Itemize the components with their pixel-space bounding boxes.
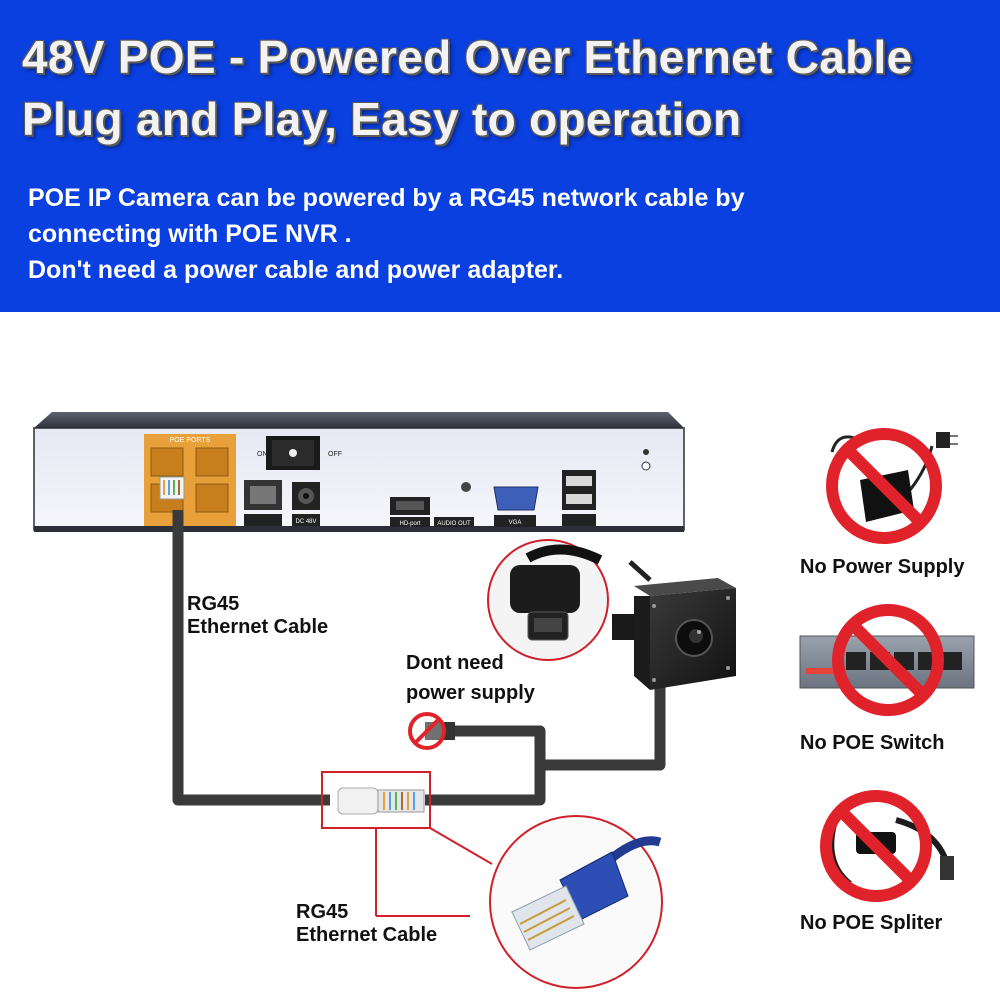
rj45-cable-connector bbox=[321, 771, 431, 829]
power-switch: ON OFF bbox=[257, 436, 342, 470]
cable-label-top-line-2: Ethernet Cable bbox=[187, 616, 329, 638]
mini-ip-camera bbox=[612, 560, 736, 690]
cable-label-bottom-line-1: RG45 bbox=[296, 901, 349, 923]
poe-nvr-recorder: POE PORTS ON OFF bbox=[33, 412, 685, 532]
switch-off-label: OFF bbox=[328, 451, 342, 458]
description-line-1: POE IP Camera can be powered by a RG45 n… bbox=[28, 184, 745, 212]
header-banner: 48V POE - Powered Over Ethernet Cable Pl… bbox=[0, 0, 1000, 312]
description-line-2: connecting with POE NVR . bbox=[28, 220, 352, 248]
power-adapter-icon bbox=[826, 428, 958, 544]
audio-out-label: AUDIO OUT bbox=[437, 521, 471, 527]
hd-port-label: HD-port bbox=[399, 521, 420, 527]
ethernet-cable-path bbox=[172, 510, 666, 806]
no-poe-switch-label: No POE Switch bbox=[800, 732, 945, 754]
rj45-plug-zoom bbox=[375, 815, 663, 989]
poe-ports-label: POE PORTS bbox=[170, 437, 211, 444]
dc-power-tip-crossed-icon bbox=[408, 712, 455, 750]
description-line-3: Don't need a power cable and power adapt… bbox=[28, 256, 564, 284]
lan-port bbox=[244, 480, 282, 526]
no-power-supply-label: No Power Supply bbox=[800, 556, 965, 578]
poe-ports-block: POE PORTS bbox=[144, 434, 236, 526]
connection-diagram: POE PORTS ON OFF bbox=[33, 412, 975, 989]
cable-label-bottom-line-2: Ethernet Cable bbox=[296, 924, 438, 946]
camera-connector-zoom bbox=[487, 539, 609, 661]
headline-primary: 48V POE - Powered Over Ethernet Cable bbox=[22, 31, 913, 83]
dc-power-jack: DC 48V bbox=[292, 482, 320, 526]
vga-label: VGA bbox=[509, 520, 522, 526]
no-poe-splitter-label: No POE Spliter bbox=[800, 912, 943, 934]
cable-label-top-line-1: RG45 bbox=[187, 593, 240, 615]
no-psu-label-line-1: Dont need bbox=[406, 652, 504, 674]
headline-secondary: Plug and Play, Easy to operation bbox=[22, 93, 742, 145]
audio-out-port: AUDIO OUT bbox=[434, 482, 474, 527]
usb-ports bbox=[562, 470, 596, 526]
poe-splitter-icon bbox=[820, 790, 954, 902]
dc-label: DC 48V bbox=[295, 519, 316, 525]
no-psu-label-line-2: power supply bbox=[406, 682, 535, 704]
vga-port: VGA bbox=[493, 486, 539, 527]
poe-switch-icon bbox=[799, 604, 975, 716]
hdmi-port: HD-port bbox=[390, 497, 430, 527]
switch-on-label: ON bbox=[257, 451, 268, 458]
